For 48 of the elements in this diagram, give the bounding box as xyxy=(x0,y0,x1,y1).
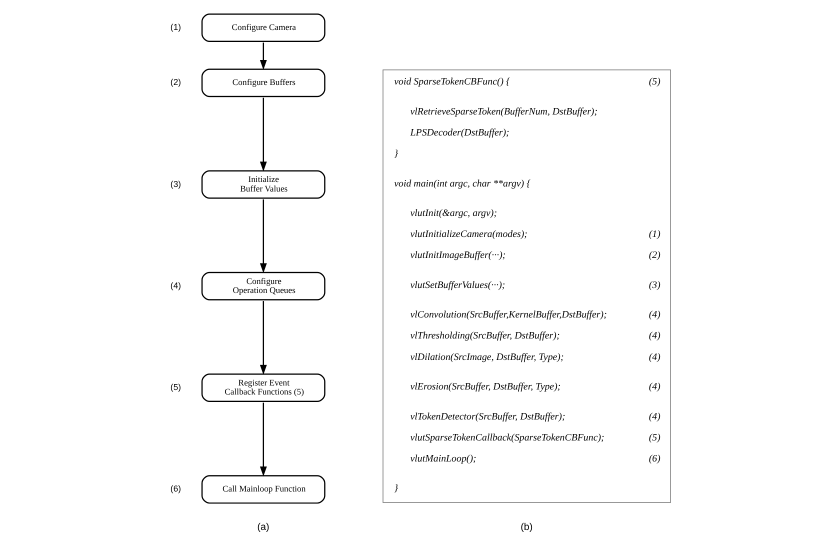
node-text: vlutInit(&argc, argv); xyxy=(410,208,497,219)
node-label: (4) xyxy=(648,330,660,342)
node-label: (4) xyxy=(648,411,660,422)
node-text: vlutSparseTokenCallback(SparseTokenCBFunc); xyxy=(410,432,604,444)
node-label: (4) xyxy=(170,280,181,290)
node-text: vlutMainLoop(); xyxy=(410,453,476,464)
node-text: void SparseTokenCBFunc() { xyxy=(394,76,510,88)
node-box: Initialize Buffer Values xyxy=(200,170,325,199)
arrow xyxy=(259,98,266,172)
arrow xyxy=(259,301,266,375)
node-text: vlTokenDetector(SrcBuffer, DstBuffer); xyxy=(410,411,565,422)
label: (b) xyxy=(520,522,532,534)
node-text: vlThresholding(SrcBuffer, DstBuffer); xyxy=(410,330,560,342)
node-label: (2) xyxy=(648,250,660,262)
node-label: (2) xyxy=(170,77,181,88)
arrow xyxy=(259,402,266,476)
node-text: LPSDecoder(DstBuffer); xyxy=(410,127,509,138)
node-label: (6) xyxy=(648,453,660,464)
node-text: vlRetrieveSparseToken(BufferNum, DstBuffer); xyxy=(410,106,598,118)
node-text: } xyxy=(394,148,398,160)
node-text: void main(int argc, char **argv) { xyxy=(394,178,530,190)
node-text: } xyxy=(394,483,398,494)
arrow xyxy=(259,199,266,274)
arrow xyxy=(259,42,266,70)
node-box: Configure Buffers xyxy=(200,68,325,98)
node-text: vlErosion(SrcBuffer, DstBuffer, Type); xyxy=(410,382,560,393)
node-label: (5) xyxy=(170,382,181,392)
node-box: Register Event Callback Functions (5) xyxy=(200,374,325,402)
node-text: vlConvolution(SrcBuffer,KernelBuffer,DstBuffer); xyxy=(410,310,606,321)
node-text: vlutInitImageBuffer(···); xyxy=(410,250,506,262)
node-label: (4) xyxy=(648,382,660,393)
node-text: vlutInitializeCamera(modes); xyxy=(410,229,527,240)
node-text: vlutSetBufferValues(···); xyxy=(410,280,505,291)
node-label: (3) xyxy=(170,178,181,189)
node-label: (1) xyxy=(170,22,181,32)
node-box: Configure Camera xyxy=(200,13,325,42)
label: (a) xyxy=(256,522,269,534)
node-label: (4) xyxy=(648,310,660,321)
node-label: (5) xyxy=(648,432,660,444)
node-box: Call Mainloop Function xyxy=(200,475,325,504)
node-label: (3) xyxy=(648,280,660,291)
node-label: (1) xyxy=(648,229,660,240)
node-label: (6) xyxy=(170,484,181,494)
node-box: Configure Operation Queues xyxy=(200,272,325,300)
node-label: (5) xyxy=(648,76,660,88)
node-label: (4) xyxy=(648,352,660,363)
cluster xyxy=(382,70,670,503)
node-text: vlDilation(SrcImage, DstBuffer, Type); xyxy=(410,352,564,363)
